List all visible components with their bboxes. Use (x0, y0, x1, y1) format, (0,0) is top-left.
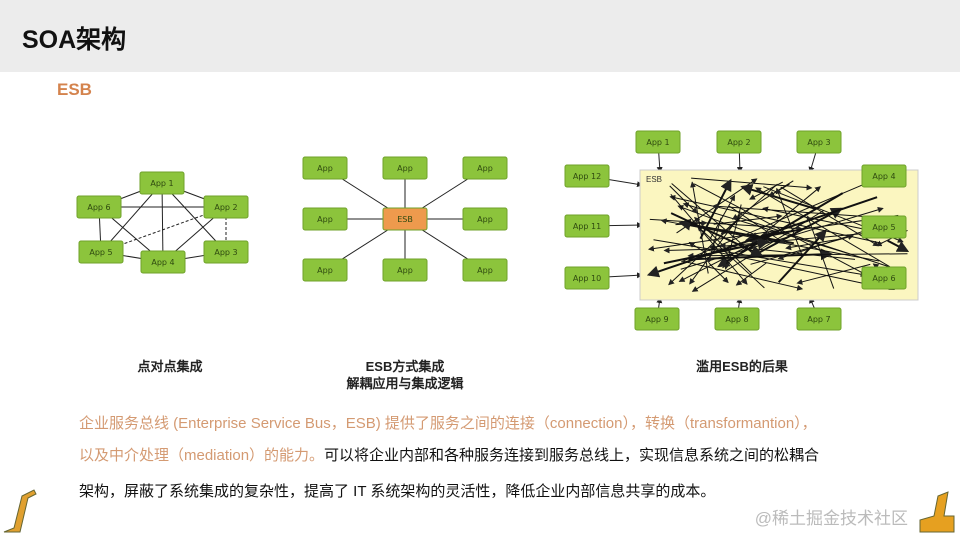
abuse-app-node-12-label: App 12 (573, 172, 601, 181)
esb-app-node-label: App (317, 266, 333, 275)
paragraph-line-2-rest: 可以将企业内部和各种服务连接到服务总线上，实现信息系统之间的松耦合 (324, 447, 820, 464)
app-node-1: App 1 (139, 171, 185, 195)
esb-app-node: App (462, 258, 508, 282)
tangled-arrow (678, 226, 787, 282)
app-node-1-label: App 1 (150, 179, 173, 188)
page-title: SOA架构 (22, 26, 127, 54)
tangled-arrow (647, 230, 776, 252)
tangled-arrow (688, 241, 710, 256)
abuse-app-node-3: App 3 (796, 130, 842, 154)
app-node-4: App 5 (78, 240, 124, 264)
excavator-icon (919, 491, 955, 533)
abuse-app-node-10-label: App 10 (573, 274, 601, 283)
abuse-app-node-4: App 4 (861, 164, 907, 188)
esb-bus-label: ESB (646, 175, 662, 184)
tangled-arrow (719, 242, 856, 260)
abuse-app-node-5: App 5 (861, 215, 907, 239)
abuse-app-node-8: App 8 (714, 307, 760, 331)
tangled-arrow (755, 187, 897, 271)
caption-abuse: 滥用ESB的后果 (696, 359, 788, 374)
paragraph-line-2: 以及中介处理（mediation）的能力。可以将企业内部和各种服务连接到服务总线… (79, 444, 819, 465)
abuse-app-node-1: App 1 (635, 130, 681, 154)
tangled-arrow (653, 239, 867, 278)
abuse-app-node-3-label: App 3 (807, 138, 830, 147)
app-node-5: App 4 (140, 250, 186, 274)
esb-app-node: App (302, 258, 348, 282)
tangled-arrow (785, 238, 843, 251)
app-node-4-label: App 5 (89, 248, 112, 257)
caption-p2p: 点对点集成 (137, 359, 203, 374)
tangled-arrow (749, 181, 784, 200)
abuse-app-node-12: App 12 (564, 164, 610, 188)
abuse-app-node-7-label: App 7 (807, 315, 830, 324)
paragraph-line-1: 企业服务总线 (Enterprise Service Bus，ESB) 提供了服… (79, 415, 817, 432)
esb-app-node: App (382, 258, 428, 282)
esb-hub-node: ESB (382, 207, 428, 231)
tangled-arrow (740, 183, 816, 210)
app-node-6-label: App 3 (214, 248, 237, 257)
connector-arrow (159, 182, 166, 263)
caption-esb-1: ESB方式集成 (365, 359, 445, 374)
esb-app-node: App (462, 156, 508, 180)
paragraph-line-3: 架构，屏蔽了系统集成的复杂性，提高了 IT 系统架构的灵活性，降低企业内部信息共… (79, 483, 716, 500)
tangled-arrow (728, 205, 786, 245)
watermark: @稀土掘金技术社区 (754, 509, 908, 528)
tangled-arrow (646, 196, 878, 278)
esb-app-node-label: App (397, 266, 413, 275)
tangled-arrow (750, 234, 854, 265)
tangled-arrow (887, 239, 910, 252)
abuse-app-node-7: App 7 (796, 307, 842, 331)
esb-app-node-label: App (317, 215, 333, 224)
esb-app-node-label: App (477, 266, 493, 275)
abuse-app-node-2: App 2 (716, 130, 762, 154)
esb-app-node-label: App (397, 164, 413, 173)
esb-app-node: App (462, 207, 508, 231)
esb-hub-node-label: ESB (397, 215, 413, 224)
tangled-arrow (711, 203, 881, 219)
tangled-arrow (720, 183, 778, 235)
tangled-arrow (663, 247, 730, 254)
tangled-arrow (687, 252, 908, 259)
tangled-arrow (796, 263, 871, 285)
tangled-arrow (669, 194, 883, 244)
abuse-app-node-9: App 9 (634, 307, 680, 331)
tangled-arrow (649, 218, 803, 232)
app-node-3-label: App 2 (214, 203, 237, 212)
header-bar (0, 0, 960, 72)
tangled-arrow (708, 249, 882, 289)
abuse-app-node-11-label: App 11 (573, 222, 601, 231)
tangled-arrow (806, 215, 835, 289)
esb-app-node-label: App (317, 164, 333, 173)
abuse-app-node-9-label: App 9 (645, 315, 668, 324)
crane-icon (3, 489, 37, 533)
esb-app-node: App (302, 207, 348, 231)
tangled-arrow (775, 187, 803, 255)
esb-app-node-label: App (477, 164, 493, 173)
tangled-arrow (777, 229, 827, 283)
abuse-app-node-8-label: App 8 (725, 315, 748, 324)
abuse-app-node-10: App 10 (564, 266, 610, 290)
app-node-3: App 2 (203, 195, 249, 219)
caption-esb-2: 解耦应用与集成逻辑 (346, 376, 464, 391)
abuse-app-node-11: App 11 (564, 214, 610, 238)
esb-app-node: App (382, 156, 428, 180)
esb-app-node-label: App (477, 215, 493, 224)
tangled-arrow (708, 262, 729, 284)
app-node-5-label: App 4 (151, 258, 174, 267)
paragraph-line-2-highlight: 以及中介处理（mediation）的能力。 (79, 447, 325, 464)
tangled-arrow (670, 193, 748, 285)
abuse-app-node-5-label: App 5 (872, 223, 895, 232)
app-node-6: App 3 (203, 240, 249, 264)
abuse-app-node-4-label: App 4 (872, 172, 895, 181)
tangled-arrow (670, 212, 764, 257)
app-node-2-label: App 6 (87, 203, 110, 212)
abuse-app-node-6: App 6 (861, 266, 907, 290)
abuse-app-node-6-label: App 6 (872, 274, 895, 283)
section-title: ESB (57, 80, 92, 99)
tangled-arrow (740, 217, 906, 273)
app-node-2: App 6 (76, 195, 122, 219)
abuse-app-node-2-label: App 2 (727, 138, 750, 147)
abuse-app-node-1-label: App 1 (646, 138, 669, 147)
esb-app-node: App (302, 156, 348, 180)
